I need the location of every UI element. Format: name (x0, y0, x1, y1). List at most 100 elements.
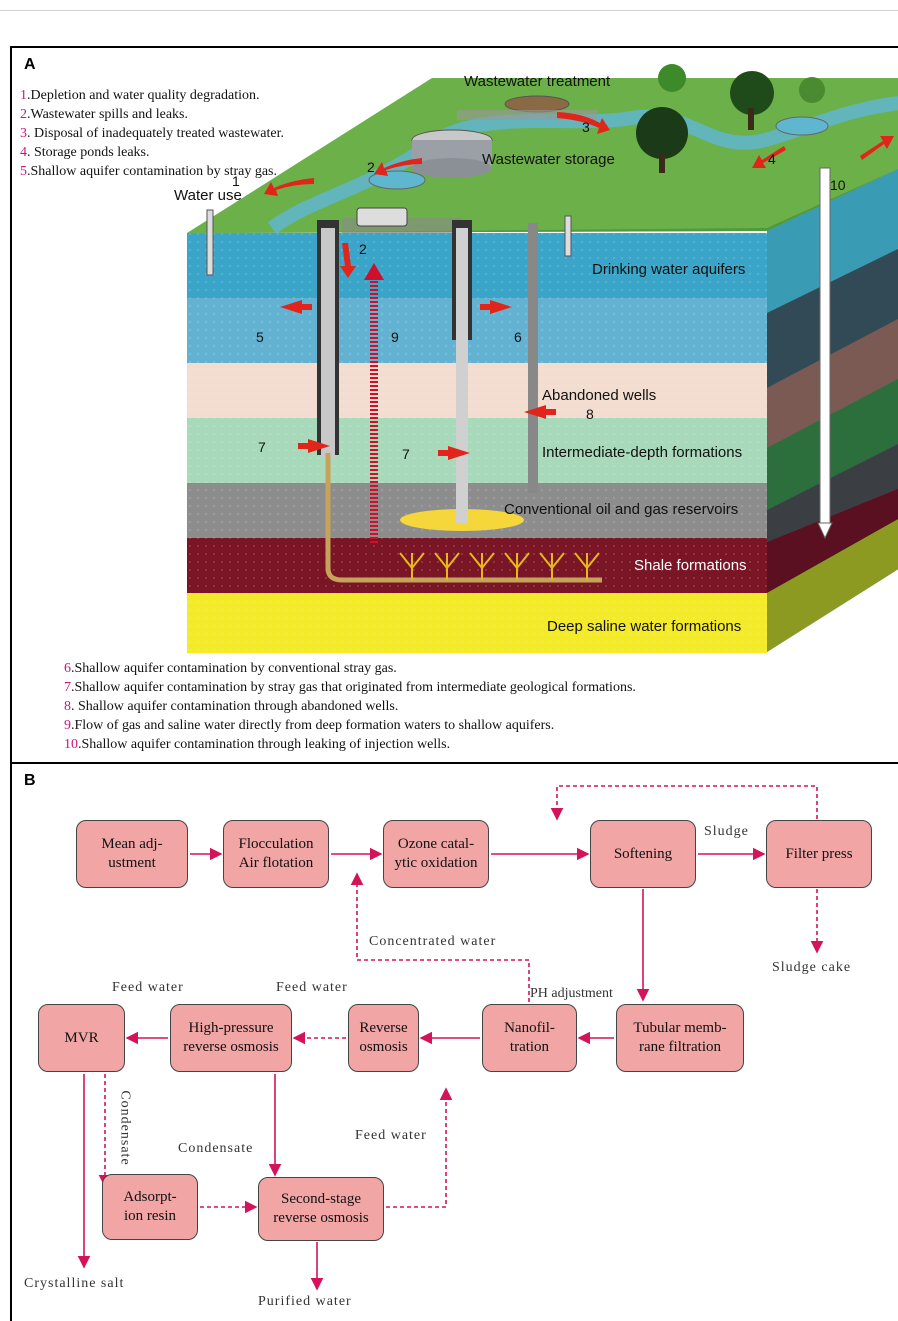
panel-a: A (10, 46, 898, 762)
label-shale: Shale formations (634, 557, 747, 574)
arrow-second-nano (386, 1087, 453, 1208)
label-concentrated-water: Concentrated water (369, 934, 497, 949)
label-water-use: Water use (174, 187, 242, 204)
marker-2b: 2 (359, 241, 367, 257)
well-injection (817, 167, 833, 540)
storage-pond-icon (368, 170, 426, 190)
legend-bottom: 6.Shallow aquifer contamination by conve… (64, 659, 636, 754)
label-condensate-vertical: Condensate (117, 1090, 133, 1166)
ground-surface (187, 78, 898, 233)
box-filter-press: Filter press (766, 820, 872, 888)
box-ro-label: Reverse osmosis (359, 1020, 408, 1055)
water-well-icon (206, 209, 214, 276)
box-tubular-membrane: Tubular memb- rane filtration (616, 1004, 744, 1072)
legend-item-9: 9.Flow of gas and saline water directly … (64, 718, 555, 733)
label-conventional: Conventional oil and gas reservoirs (504, 501, 738, 518)
label-feed-water-3: Feed water (355, 1128, 427, 1143)
water-well-right-icon (564, 215, 572, 257)
legend-item-8: 8. Shallow aquifer contamination through… (64, 699, 399, 714)
box-nano-label: Nanofil- tration (504, 1020, 555, 1055)
right-face-layer-6 (767, 488, 898, 593)
legend-item-7: 7.Shallow aquifer contamination by stray… (64, 680, 636, 695)
marker-8: 8 (586, 406, 594, 422)
label-purified-water: Purified water (258, 1294, 352, 1309)
legend-item-4: 4. Storage ponds leaks. (20, 145, 150, 160)
box-hpro-label: High-pressure reverse osmosis (183, 1020, 279, 1055)
label-wastewater-storage: Wastewater storage (482, 151, 615, 168)
box-flocculation-label: Flocculation Air flotation (238, 836, 314, 871)
box-mvr-label: MVR (64, 1029, 99, 1046)
legend-item-1: 1.Depletion and water quality degradatio… (20, 88, 260, 103)
layer-texture (187, 233, 767, 653)
box-mean-adjustment: Mean adj- ustment (76, 820, 188, 888)
box-adsorption-resin: Adsorpt- ion resin (102, 1174, 198, 1240)
marker-6: 6 (514, 329, 522, 345)
marker-7a: 7 (258, 439, 266, 455)
box-mvr: MVR (38, 1004, 125, 1072)
hydraulic-fracturing-scene: Wastewater treatment Wastewater storage … (174, 64, 898, 653)
box-second-label: Second-stage reverse osmosis (273, 1191, 369, 1226)
marker-4: 4 (768, 151, 776, 167)
marker-10: 10 (830, 177, 846, 193)
box-ozone-label: Ozone catal- ytic oxidation (394, 836, 478, 871)
label-ph-adjustment: PH adjustment (530, 986, 613, 1001)
label-drinking-water: Drinking water aquifers (592, 261, 745, 278)
box-filter-label: Filter press (785, 845, 853, 862)
label-crystalline-salt: Crystalline salt (24, 1276, 125, 1291)
legend-item-10: 10.Shallow aquifer contamination through… (64, 737, 451, 752)
box-flocculation: Flocculation Air flotation (223, 820, 329, 888)
label-abandoned-wells: Abandoned wells (542, 387, 656, 404)
legend-item-3: 3. Disposal of inadequately treated wast… (20, 126, 284, 141)
well-abandoned (528, 223, 538, 493)
legend-item-2: 2.Wastewater spills and leaks. (20, 107, 188, 122)
right-face-layer-4 (767, 379, 898, 510)
marker-9: 9 (391, 329, 399, 345)
panel-b: B (10, 762, 898, 1321)
label-condensate: Condensate (178, 1141, 254, 1156)
legend-item-6: 6.Shallow aquifer contamination by conve… (64, 661, 397, 676)
box-nanofiltration: Nanofil- tration (482, 1004, 577, 1072)
marker-1: 1 (232, 173, 240, 189)
tanker-truck-icon (356, 207, 408, 227)
label-sludge: Sludge (704, 824, 749, 839)
right-face-layer-2 (767, 248, 898, 388)
right-face-aquifer (767, 168, 898, 313)
right-face-layer-5 (767, 444, 898, 542)
top-border (0, 0, 898, 11)
box-second-stage-ro: Second-stage reverse osmosis (258, 1177, 384, 1241)
well-middle (452, 220, 472, 523)
contamination-arrows (264, 112, 894, 460)
marker-5: 5 (256, 329, 264, 345)
label-wastewater-treatment: Wastewater treatment (464, 73, 611, 90)
label-feed-water-1: Feed water (112, 980, 184, 995)
panel-b-label: B (24, 772, 36, 789)
treatment-flowchart-connectors (77, 785, 824, 1291)
pond-right-icon (775, 116, 829, 136)
box-ozone: Ozone catal- ytic oxidation (383, 820, 489, 888)
box-softening: Softening (590, 820, 696, 888)
label-intermediate: Intermediate-depth formations (542, 444, 742, 461)
treatment-tank-icon (504, 95, 570, 113)
box-softening-label: Softening (613, 845, 673, 862)
right-face-layer-3 (767, 319, 898, 448)
label-feed-water-2: Feed water (276, 980, 348, 995)
panel-a-label: A (24, 56, 36, 73)
box-hp-reverse-osmosis: High-pressure reverse osmosis (170, 1004, 292, 1072)
arrow-concentrated (350, 872, 530, 1002)
box-mean-label: Mean adj- ustment (101, 836, 163, 871)
label-deep-saline: Deep saline water formations (547, 618, 741, 635)
well-left (317, 220, 602, 583)
right-face-layer-7 (767, 519, 898, 652)
saline-flow-head (364, 263, 384, 280)
box-reverse-osmosis: Reverse osmosis (348, 1004, 419, 1072)
trees-icon (636, 64, 825, 173)
label-sludge-cake: Sludge cake (772, 960, 852, 975)
marker-7b: 7 (402, 446, 410, 462)
legend-item-5: 5.Shallow aquifer contamination by stray… (20, 164, 277, 179)
storage-tank-base (412, 158, 492, 178)
marker-3: 3 (582, 119, 590, 135)
marker-2a: 2 (367, 159, 375, 175)
box-tubular-label: Tubular memb- rane filtration (633, 1020, 727, 1055)
fractures-icon (399, 552, 600, 580)
arrow-filter-loop (550, 785, 818, 821)
